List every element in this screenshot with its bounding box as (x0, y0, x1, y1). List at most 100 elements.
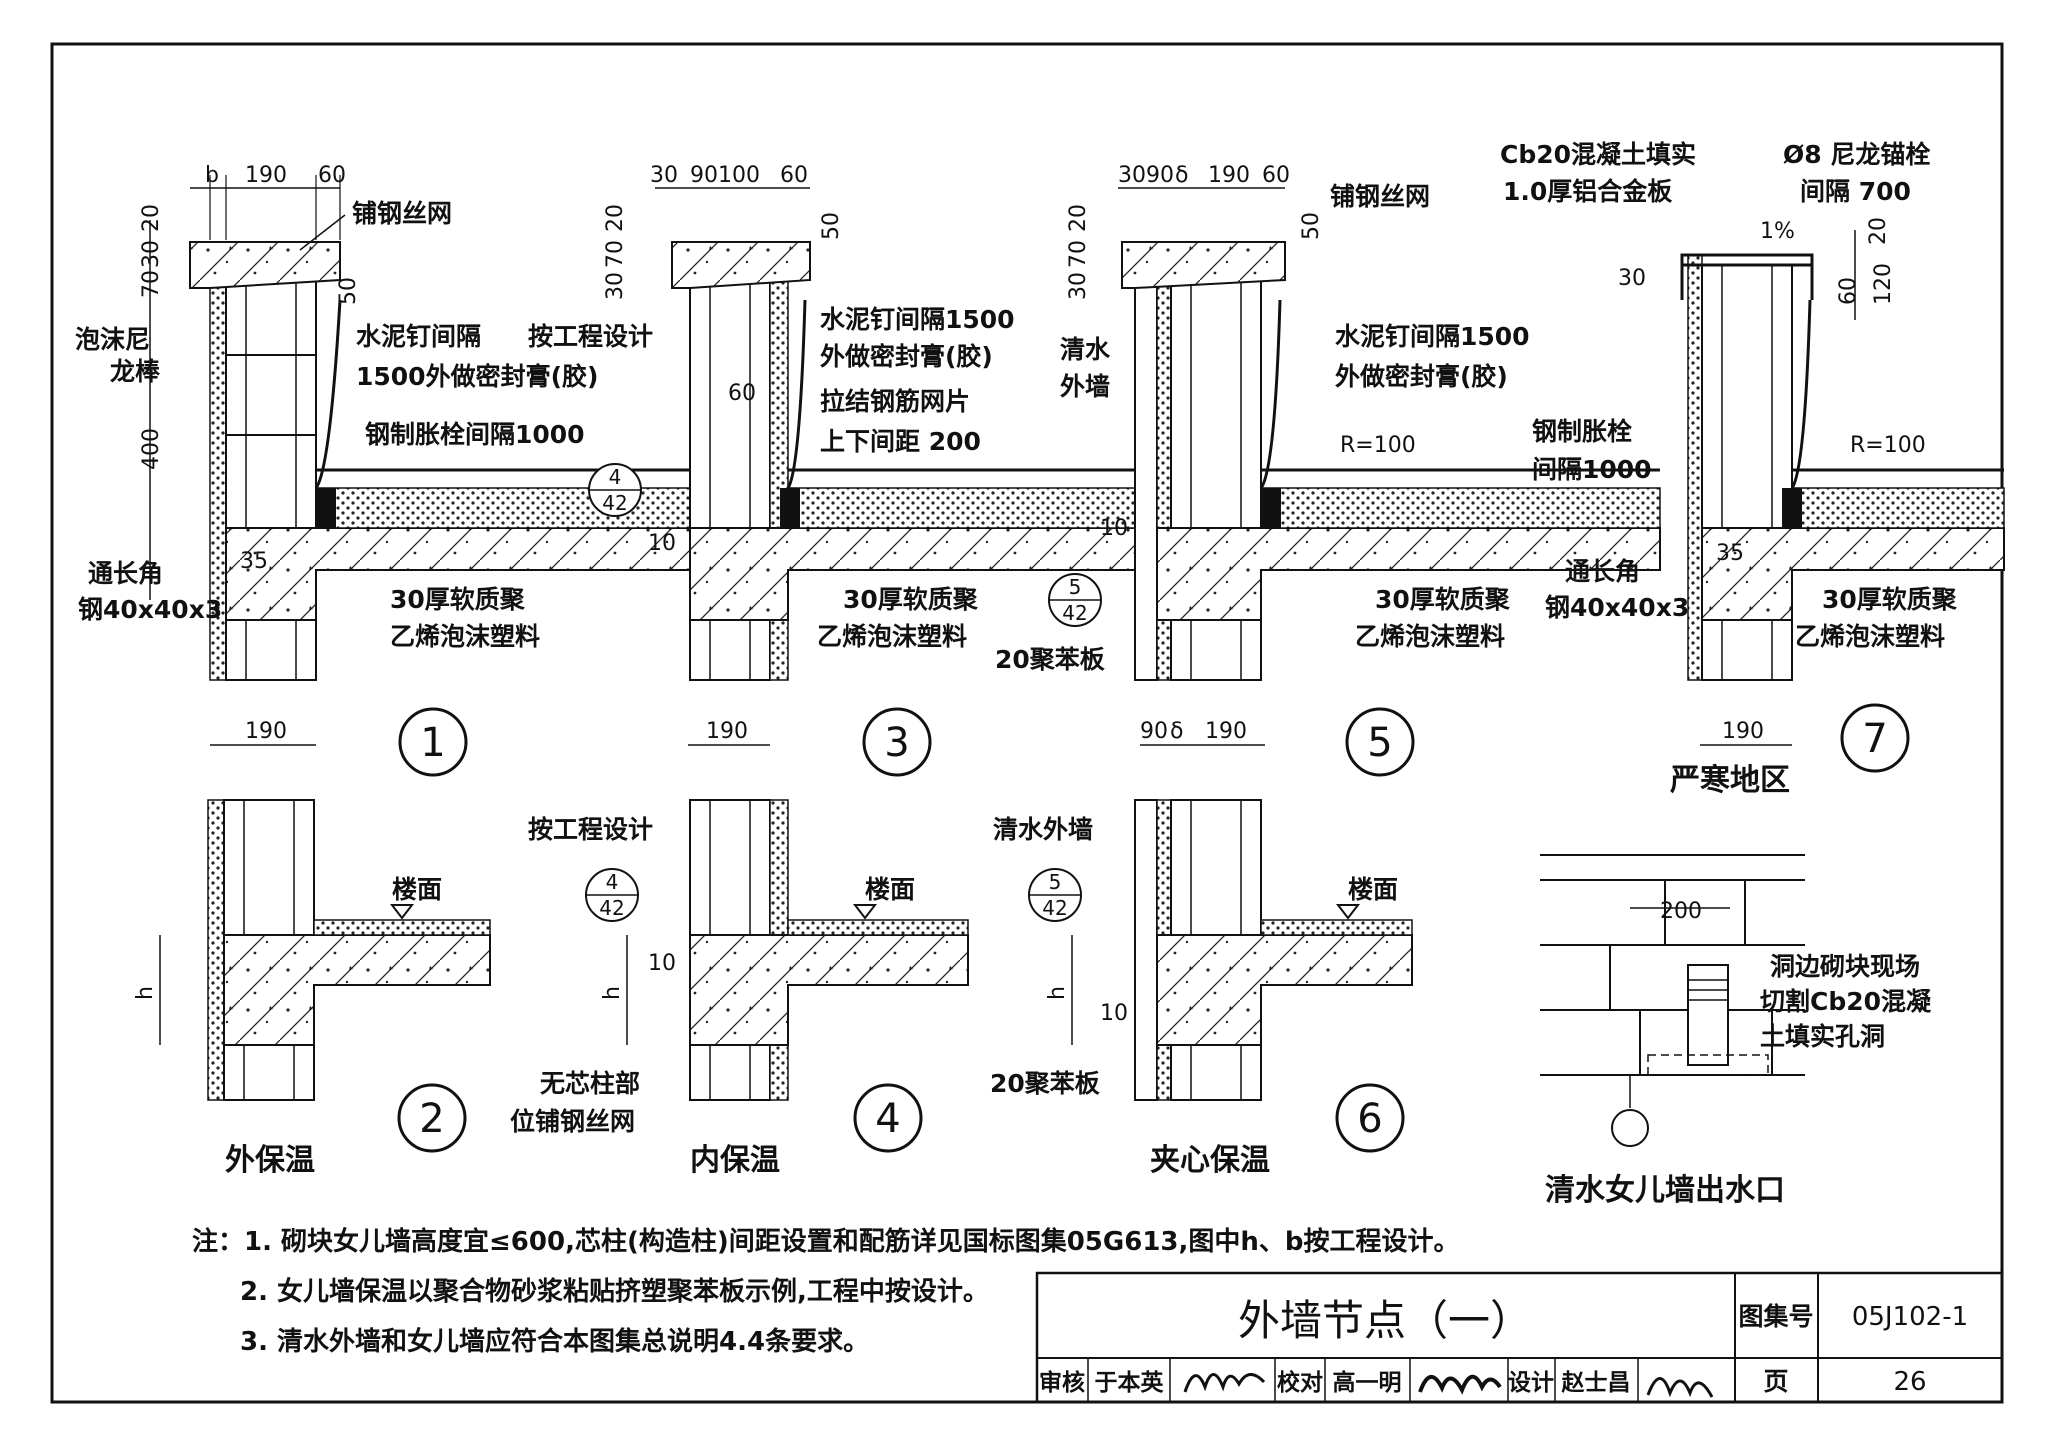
label-text: 200 (1660, 899, 1702, 924)
label-text: 20 (1066, 204, 1091, 232)
roof-insulation (1260, 487, 1661, 529)
label-text: 05J102-1 (1852, 1302, 1968, 1332)
insulation-layer (1687, 254, 1703, 681)
label-text: 审核 (1039, 1369, 1085, 1396)
label-text: Cb20混凝土填实 (1500, 140, 1696, 169)
label-text: 30厚软质聚 (390, 585, 526, 614)
label-text: 清水外墙 (993, 815, 1093, 844)
label-text: 龙棒 (110, 357, 161, 386)
label-text: 7 (1862, 716, 1887, 762)
label-text: 60 (318, 163, 346, 188)
detail-number-2 (397, 1083, 467, 1153)
label-text: 60 (780, 163, 808, 188)
notes: 注：1. 砌块女儿墙高度宜≤600,芯柱(构造柱)间距设置和配筋详见国标图集05… (192, 1226, 1460, 1357)
label-text: 外保温 (225, 1143, 315, 1178)
label-text: 钢制胀栓 (1532, 417, 1632, 446)
label-text: 上下间距 200 (820, 427, 981, 456)
label-text: 水泥钉间隔 (356, 322, 481, 351)
label-text: 按工程设计 (528, 815, 653, 844)
label-text: 50 (819, 212, 844, 240)
label-text: 30厚软质聚 (1375, 585, 1511, 614)
label-text: 70 (1066, 240, 1091, 268)
label-text: 通长角 (88, 559, 163, 588)
label-text: Ø8 尼龙锚栓 (1783, 140, 1930, 169)
signature-reviewer (1183, 1373, 1266, 1393)
label-text: 4 (606, 870, 619, 894)
label-text: 夹心保温 (1150, 1143, 1270, 1178)
label-text: 70 (139, 270, 164, 298)
label-text: R=100 (1850, 433, 1926, 458)
label-text: 注：1. 砌块女儿墙高度宜≤600,芯柱(构造柱)间距设置和配筋详见国标图集05… (192, 1226, 1460, 1257)
detail-number-5 (1345, 707, 1415, 777)
label-text: 42 (1042, 896, 1067, 920)
label-text: 按工程设计 (528, 322, 653, 351)
label-text: 190 (1208, 163, 1250, 188)
parapet-outlet: 200 洞边砌块现场 切割Cb20混凝 土填实孔洞 清水女儿墙出水口 (1540, 854, 1932, 1208)
floor-finish (313, 919, 491, 936)
label-text: 铺钢丝网 (1330, 182, 1430, 211)
roof-insulation (787, 487, 1181, 529)
label-text: 外做密封膏(胶) (1335, 362, 1508, 391)
label-text: 外做密封膏(胶) (820, 342, 993, 371)
detail-number-4 (853, 1083, 923, 1153)
label-text: 设计 (1508, 1370, 1554, 1396)
label-text: 35 (1716, 541, 1744, 566)
label-text: 26 (1893, 1367, 1926, 1397)
label-text: 400 (139, 428, 164, 470)
label-text: 42 (1062, 601, 1087, 625)
label-text: 60 (728, 381, 756, 406)
detail-4: 按工程设计 楼面 h 10 无芯柱部 位铺钢丝网 4 42 4 内保温 (510, 799, 969, 1178)
floor-finish (1260, 919, 1413, 936)
label-text: h (1045, 986, 1070, 1000)
label-text: 20聚苯板 (990, 1069, 1100, 1098)
label-text: 10 (1100, 1001, 1128, 1026)
roof-insulation (1791, 487, 2005, 529)
label-text: 洞边砌块现场 (1770, 952, 1920, 981)
label-text: 30厚软质聚 (843, 585, 979, 614)
label-text: 30厚软质聚 (1822, 585, 1958, 614)
label-text: 无芯柱部 (540, 1069, 640, 1098)
label-text: 乙烯泡沫塑料 (817, 622, 967, 651)
label-text: 图集号 (1738, 1302, 1813, 1331)
label-text: 乙烯泡沫塑料 (1795, 622, 1945, 651)
label-text: 5 (1069, 575, 1082, 599)
label-text: 通长角 (1565, 557, 1640, 586)
signature-designer (1646, 1377, 1714, 1398)
label-text: 30 (650, 163, 678, 188)
signature-checker (1418, 1374, 1502, 1395)
facing-wall (1134, 799, 1158, 1101)
label-text: 4 (875, 1096, 900, 1142)
label-text: 42 (602, 491, 627, 515)
label-text: 乙烯泡沫塑料 (390, 622, 540, 651)
floor-slab (689, 934, 969, 1046)
facing-wall (1134, 279, 1158, 681)
detail-number-3 (862, 707, 932, 777)
label-text: 土填实孔洞 (1760, 1022, 1885, 1051)
label-text: 50 (1299, 212, 1324, 240)
label-text: h (600, 986, 625, 1000)
label-text: 190 (1722, 719, 1764, 744)
label-text: δ (1170, 719, 1183, 744)
label-text: 50 (336, 277, 361, 305)
label-text: 90 (1146, 163, 1174, 188)
label-text: δ (1175, 163, 1188, 188)
label-text: 70 (603, 240, 628, 268)
label-text: 内保温 (690, 1143, 780, 1178)
label-text: 30 (603, 272, 628, 300)
detail-3: 30 90100 60 30 70 20 50 60 10 190 按工程设计 … (528, 163, 1181, 777)
label-text: 1500外做密封膏(胶) (356, 362, 598, 391)
detail-number-7 (1840, 703, 1910, 773)
floor-slab (223, 934, 491, 1046)
sheet-title: 外墙节点（一） (1238, 1296, 1532, 1345)
label-text: 190 (1205, 719, 1247, 744)
label-text: 90 (1140, 719, 1168, 744)
label-text: 于本英 (1095, 1369, 1165, 1396)
label-text: 3 (884, 720, 909, 766)
label-text: h (133, 986, 158, 1000)
floor-finish (787, 919, 969, 936)
label-text: 清水 (1060, 335, 1111, 364)
label-text: 校对 (1277, 1369, 1323, 1396)
label-text: 楼面 (1348, 875, 1398, 904)
label-text: 60 (1836, 277, 1861, 305)
